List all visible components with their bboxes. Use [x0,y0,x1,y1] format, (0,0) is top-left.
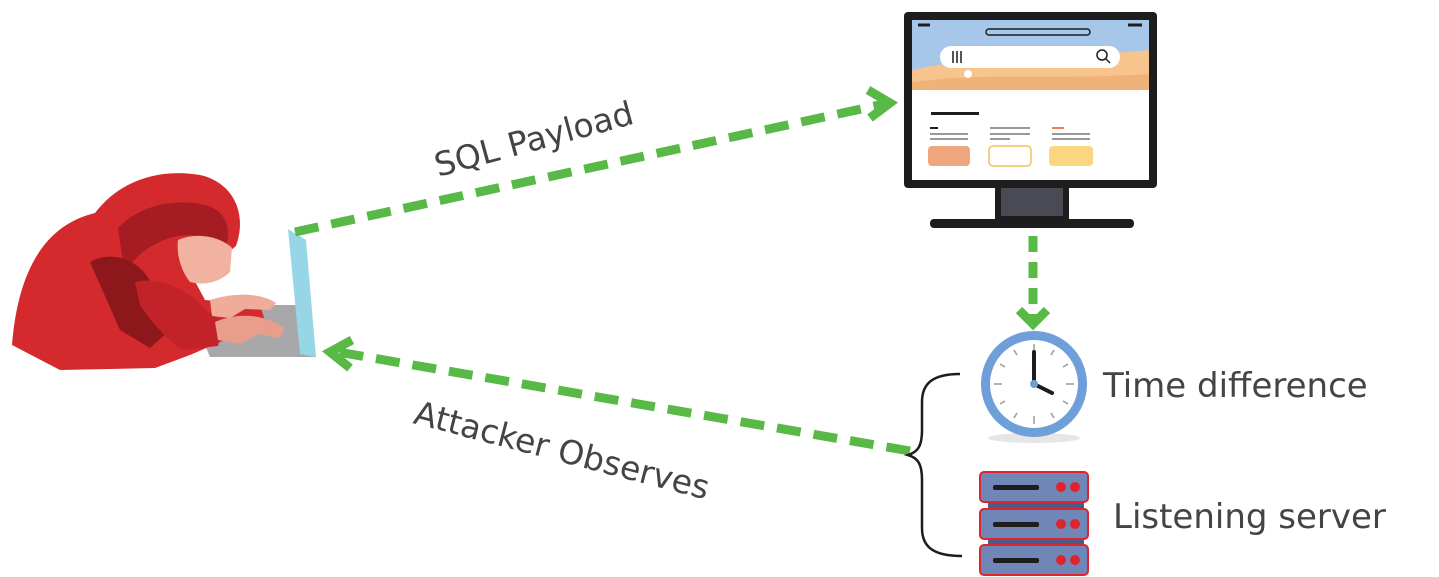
down-arrow [1015,236,1051,331]
sliders-icon [952,51,962,63]
website-card-3 [1049,146,1093,166]
observes-arrow [321,336,911,456]
hooded-hacker-icon [12,173,316,370]
clock-center [1030,380,1038,388]
website-card-2 [988,145,1032,167]
hand-back [210,294,276,318]
monitor-base [930,219,1134,228]
website-dunes-2 [912,74,1149,90]
search-icon [1096,49,1111,64]
server-unit-3 [979,544,1089,576]
hacker-face [177,235,232,284]
arm-shadow [90,256,170,348]
website-search-bar [940,46,1120,68]
server-rack-icon [979,471,1089,576]
slider-dot [964,70,972,78]
monitor-neck-inner [1001,188,1063,216]
sleeve [135,280,222,350]
server-unit-1 [979,471,1089,503]
website-card-1 [928,146,970,166]
hood-shadow [118,202,229,275]
clock-ticks [994,344,1074,424]
server-unit-2 [979,508,1089,540]
website-url-bar [985,28,1091,36]
payload-arrow [294,86,899,237]
time-difference-label: Time difference [1103,366,1368,406]
monitor-website-icon [904,12,1157,228]
listening-server-label: Listening server [1113,497,1386,537]
laptop-icon [288,229,316,357]
curly-brace [903,372,963,558]
content-columns [930,127,1090,140]
hand-front [215,315,284,344]
clock-shadow [988,433,1080,443]
clock-icon [981,331,1087,443]
content-heading [931,112,979,115]
